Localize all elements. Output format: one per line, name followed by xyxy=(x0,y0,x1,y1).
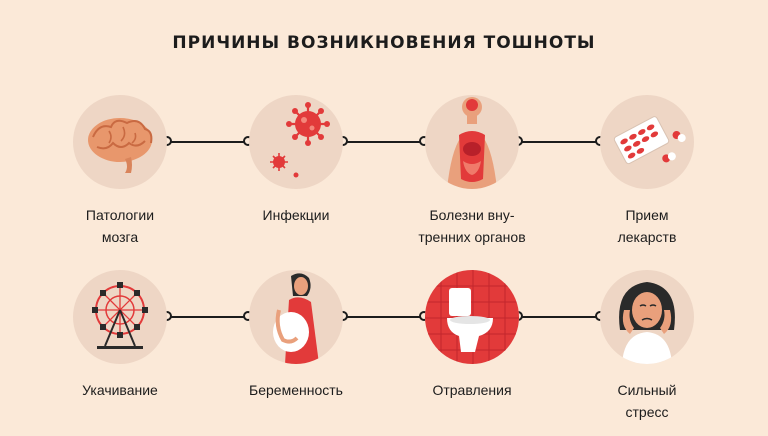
connector-line xyxy=(343,316,425,318)
label-line: тренних органов xyxy=(418,229,526,245)
pregnant-woman-icon xyxy=(249,270,343,364)
connector-line xyxy=(518,141,600,143)
toilet-icon xyxy=(425,270,519,364)
label-line: Патологии xyxy=(85,207,155,223)
connector-line xyxy=(167,141,249,143)
label-line: Сильный xyxy=(617,382,677,398)
label-line: мозга xyxy=(101,229,139,245)
cause-label-medication: Прием лекарств xyxy=(572,204,722,248)
cause-label-motion-sickness: Укачивание xyxy=(45,379,195,401)
label-line: стресс xyxy=(625,404,669,420)
label-line: Инфекции xyxy=(262,207,330,223)
label-line: Прием xyxy=(625,207,669,223)
label-line: Отравления xyxy=(432,382,512,398)
connector-line xyxy=(167,316,249,318)
ferris-wheel-icon xyxy=(73,270,167,364)
label-line: лекарств xyxy=(617,229,677,245)
virus-icon xyxy=(249,95,343,189)
cause-label-poisoning: Отравления xyxy=(397,379,547,401)
internal-organs-icon xyxy=(425,95,519,189)
cause-label-organs: Болезни вну- тренних органов xyxy=(397,204,547,248)
label-line: Болезни вну- xyxy=(429,207,515,223)
brain-icon xyxy=(73,95,167,189)
label-line: Укачивание xyxy=(82,382,158,398)
cause-label-infection: Инфекции xyxy=(221,204,371,226)
stressed-woman-icon xyxy=(600,270,694,364)
connector-line xyxy=(518,316,600,318)
cause-label-brain: Патологии мозга xyxy=(45,204,195,248)
cause-label-pregnancy: Беременность xyxy=(221,379,371,401)
cause-label-stress: Сильный стресс xyxy=(572,379,722,423)
page-title: ПРИЧИНЫ ВОЗНИКНОВЕНИЯ ТОШНОТЫ xyxy=(172,33,596,53)
label-line: Беременность xyxy=(249,382,343,398)
pills-icon xyxy=(600,95,694,189)
connector-line xyxy=(343,141,425,143)
